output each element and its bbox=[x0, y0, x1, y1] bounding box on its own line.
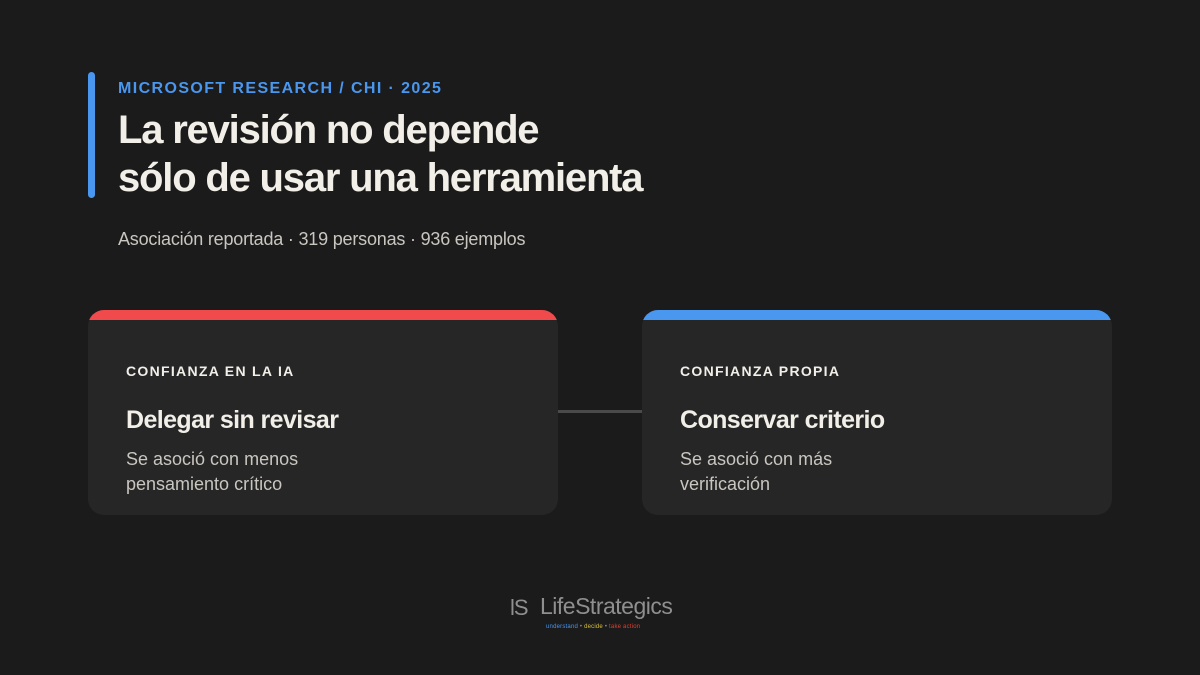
card-label: CONFIANZA EN LA IA bbox=[126, 363, 295, 379]
card-connector-line bbox=[558, 410, 642, 413]
card-description: Se asoció con menos pensamiento crítico bbox=[126, 447, 346, 497]
card-description-line-2: pensamiento crítico bbox=[126, 474, 283, 494]
title-accent-bar bbox=[88, 72, 95, 198]
page-title: La revisión no depende sólo de usar una … bbox=[118, 106, 644, 202]
card-description-line-2: verificación bbox=[680, 474, 771, 494]
tagline-understand: understand bbox=[546, 624, 579, 630]
tagline-separator: • bbox=[579, 624, 583, 630]
logo-mark-icon: lS bbox=[510, 595, 529, 620]
card-description: Se asoció con más verificación bbox=[680, 447, 900, 497]
card-description-line-1: Se asoció con menos bbox=[126, 449, 299, 469]
logo-tagline: understand • decide • take action bbox=[546, 624, 640, 630]
source-eyebrow: MICROSOFT RESEARCH / CHI · 2025 bbox=[118, 80, 443, 97]
tagline-separator: • bbox=[604, 624, 608, 630]
page-title-line-1: La revisión no depende bbox=[118, 108, 540, 152]
page-title-line-2: sólo de usar una herramienta bbox=[118, 156, 644, 200]
card-label: CONFIANZA PROPIA bbox=[680, 363, 841, 379]
card-heading: Conservar criterio bbox=[680, 406, 885, 434]
logo-wordmark: LifeStrategics bbox=[540, 593, 673, 619]
card-heading: Delegar sin revisar bbox=[126, 406, 339, 434]
card-accent-stripe-red bbox=[88, 310, 558, 320]
tagline-take-action: take action bbox=[609, 624, 641, 630]
lifestrategics-logo: lS LifeStrategics understand • decide • … bbox=[510, 590, 700, 635]
card-accent-stripe-blue bbox=[642, 310, 1112, 320]
tagline-decide: decide bbox=[584, 624, 603, 630]
page-subtitle: Asociación reportada · 319 personas · 93… bbox=[118, 229, 526, 249]
self-confidence-card: CONFIANZA PROPIA Conservar criterio Se a… bbox=[642, 310, 1112, 515]
ai-confidence-card: CONFIANZA EN LA IA Delegar sin revisar S… bbox=[88, 310, 558, 515]
card-description-line-1: Se asoció con más bbox=[680, 449, 833, 469]
